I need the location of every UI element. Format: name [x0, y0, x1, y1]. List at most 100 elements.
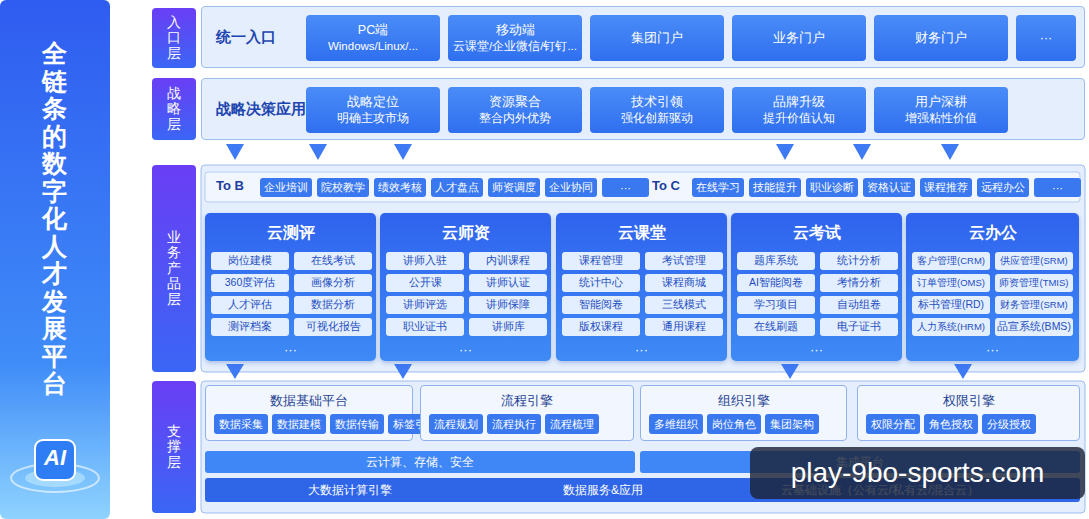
chip-text: 岗位角色 — [712, 417, 756, 432]
layer-name: 入口层 — [167, 15, 181, 61]
card-more: ··· — [380, 342, 551, 357]
feature-text: 课程管理 — [579, 254, 623, 268]
layer-label: 业务产品层 — [152, 165, 196, 372]
ai-platform-icon — [11, 440, 99, 492]
feature-item: 考试管理 — [645, 252, 723, 270]
audience-chip: 资格认证 — [863, 178, 915, 197]
feature-item: 三线模式 — [645, 296, 723, 314]
feature-item: 在线刷题 — [737, 318, 815, 336]
layer-name: 支撑层 — [167, 424, 181, 470]
chip-text: 分级授权 — [987, 417, 1031, 432]
engine-chip: 岗位角色 — [707, 414, 761, 434]
card-title: 云办公 — [906, 223, 1079, 244]
card-title: 云师资 — [380, 223, 551, 244]
engine-chip: 流程梳理 — [545, 414, 599, 434]
chip-text: 多维组织 — [654, 417, 698, 432]
engine-box: 组织引擎多维组织岗位角色集团架构 — [640, 385, 847, 441]
box-heading: 用户深耕 — [915, 94, 967, 111]
feature-item: AI智能阅卷 — [737, 274, 815, 292]
left-banner — [0, 0, 110, 519]
feature-text: 智能阅卷 — [579, 298, 623, 312]
feature-text: 讲师入驻 — [403, 254, 447, 268]
engine-box: 数据基础平台数据采集数据建模数据传输标签引擎 — [205, 385, 413, 441]
engine-chip: 数据采集 — [214, 414, 268, 434]
card-title: 云课堂 — [556, 223, 727, 244]
feature-item: 题库系统 — [737, 252, 815, 270]
chip-text: 职业诊断 — [810, 180, 854, 195]
feature-text: 版权课程 — [579, 320, 623, 334]
audience-chip: 技能提升 — [749, 178, 801, 197]
feature-item: 讲师评选 — [386, 296, 464, 314]
box-heading: 移动端 — [496, 22, 535, 39]
feature-item: 讲师保障 — [469, 296, 547, 314]
feature-text: 画像分析 — [311, 276, 355, 290]
feature-item: 标书管理(RD) — [912, 296, 990, 314]
product-card: 云师资···讲师入驻内训课程公开课讲师认证讲师评选讲师保障职业证书讲师库 — [380, 213, 551, 361]
infra-bar: 云计算、存储、安全 — [205, 451, 635, 473]
chip-text: 院校教学 — [321, 180, 365, 195]
feature-text: 通用课程 — [662, 320, 706, 334]
feature-text: 在线刷题 — [754, 320, 798, 334]
engine-chip: 分级授权 — [982, 414, 1036, 434]
audience-chip: 绩效考核 — [374, 178, 426, 197]
feature-item: 考情分析 — [820, 274, 898, 292]
box-detail: 整合内外优势 — [479, 111, 551, 127]
chip-text: ··· — [1052, 182, 1063, 194]
chip-text: 企业协同 — [549, 180, 593, 195]
feature-item: 自动组卷 — [820, 296, 898, 314]
feature-item: 师资管理(TMIS) — [995, 274, 1073, 292]
feature-text: 内训课程 — [486, 254, 530, 268]
audience-label: To B — [216, 178, 244, 193]
bar-text: 大数据计算引擎 — [308, 482, 392, 499]
feature-text: 品宣系统(BMS) — [997, 320, 1071, 334]
feature-text: 职业证书 — [403, 320, 447, 334]
feature-item: 在线考试 — [294, 252, 372, 270]
feature-item: 公开课 — [386, 274, 464, 292]
feature-item: 客户管理(CRM) — [912, 252, 990, 270]
feature-text: 学习项目 — [754, 298, 798, 312]
entry-box: 集团门户 — [590, 15, 724, 61]
audience-chip: 人才盘点 — [431, 178, 483, 197]
feature-item: 课程商城 — [645, 274, 723, 292]
entry-box: 移动端云课堂/企业微信/钉钉... — [448, 15, 582, 61]
feature-text: 360度评估 — [225, 276, 276, 290]
layer-name: 战略层 — [167, 86, 181, 132]
audience-chip: 企业协同 — [545, 178, 597, 197]
feature-text: 讲师评选 — [403, 298, 447, 312]
entry-box: 业务门户 — [732, 15, 866, 61]
feature-item: 品宣系统(BMS) — [995, 318, 1073, 336]
bar-text: 数据服务&应用 — [563, 482, 643, 499]
feature-item: 测评档案 — [211, 318, 289, 336]
engine-chip: 权限分配 — [866, 414, 920, 434]
box-heading: 战略定位 — [347, 94, 399, 111]
feature-text: 岗位建模 — [228, 254, 272, 268]
box-heading: ··· — [1040, 30, 1053, 47]
feature-item: 版权课程 — [562, 318, 640, 336]
chip-text: 人才盘点 — [435, 180, 479, 195]
audience-chip: ··· — [602, 178, 649, 197]
chip-text: 流程执行 — [492, 417, 536, 432]
product-panel — [201, 165, 1085, 372]
audience-chip: 远程办公 — [977, 178, 1029, 197]
chip-text: 在线学习 — [696, 180, 740, 195]
feature-item: 电子证书 — [820, 318, 898, 336]
feature-text: 电子证书 — [837, 320, 881, 334]
feature-item: 画像分析 — [294, 274, 372, 292]
feature-text: 题库系统 — [754, 254, 798, 268]
feature-item: 通用课程 — [645, 318, 723, 336]
chip-text: 师资调度 — [492, 180, 536, 195]
box-heading: PC端 — [358, 22, 388, 39]
feature-item: 内训课程 — [469, 252, 547, 270]
feature-item: 课程管理 — [562, 252, 640, 270]
feature-item: 可视化报告 — [294, 318, 372, 336]
box-detail: 增强粘性价值 — [905, 111, 977, 127]
feature-text: 财务管理(SRM) — [1000, 299, 1067, 312]
feature-item: 讲师入驻 — [386, 252, 464, 270]
chip-text: 集团架构 — [770, 417, 814, 432]
engine-title: 数据基础平台 — [206, 392, 412, 410]
feature-item: 统计中心 — [562, 274, 640, 292]
feature-item: 岗位建模 — [211, 252, 289, 270]
engine-chip: 数据传输 — [330, 414, 384, 434]
feature-item: 订单管理(OMS) — [912, 274, 990, 292]
card-title: 云考试 — [731, 223, 902, 244]
